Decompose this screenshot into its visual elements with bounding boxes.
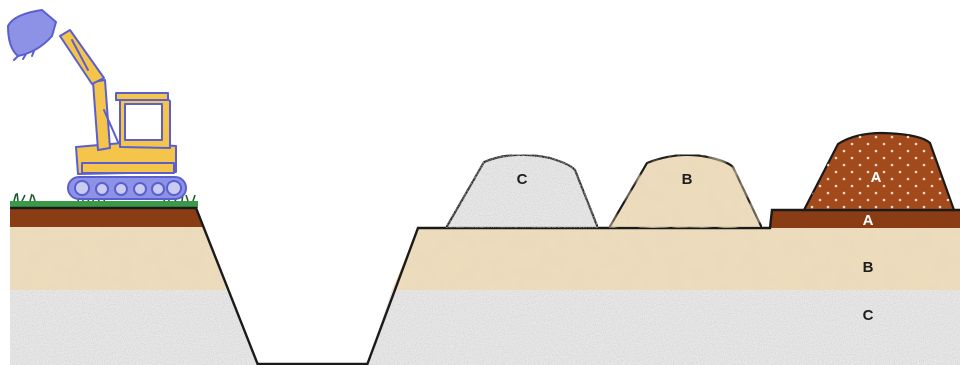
layer-b-label: B bbox=[863, 259, 874, 276]
left-ground bbox=[10, 192, 260, 365]
right-layer-c bbox=[367, 290, 960, 365]
pile-c bbox=[444, 153, 600, 230]
left-ground-outline bbox=[10, 206, 260, 365]
layer-a-label: A bbox=[863, 212, 874, 229]
excavator-boom bbox=[92, 79, 111, 151]
excavator-cab-roof bbox=[115, 92, 169, 101]
pile-b bbox=[607, 153, 764, 230]
excavator-bucket-teeth bbox=[13, 50, 35, 61]
excavator-cab-window bbox=[124, 103, 163, 141]
pile-a-label: A bbox=[871, 169, 882, 186]
excavator-wheels bbox=[74, 180, 182, 196]
pile-b-label: B bbox=[682, 171, 693, 188]
excavator-counterweight bbox=[81, 162, 175, 174]
grass-strip bbox=[10, 201, 198, 208]
excavator-icon bbox=[7, 9, 187, 200]
right-layer-b bbox=[392, 228, 960, 290]
right-layer-a bbox=[770, 210, 960, 228]
right-ground bbox=[365, 208, 960, 365]
excavator-bucket bbox=[7, 9, 57, 57]
layer-c-label: C bbox=[863, 307, 874, 324]
left-layer-a bbox=[10, 208, 203, 227]
left-layer-b bbox=[10, 227, 227, 290]
pile-a-texture bbox=[804, 133, 954, 210]
pile-c-label: C bbox=[517, 171, 528, 188]
left-layer-c bbox=[10, 290, 258, 365]
